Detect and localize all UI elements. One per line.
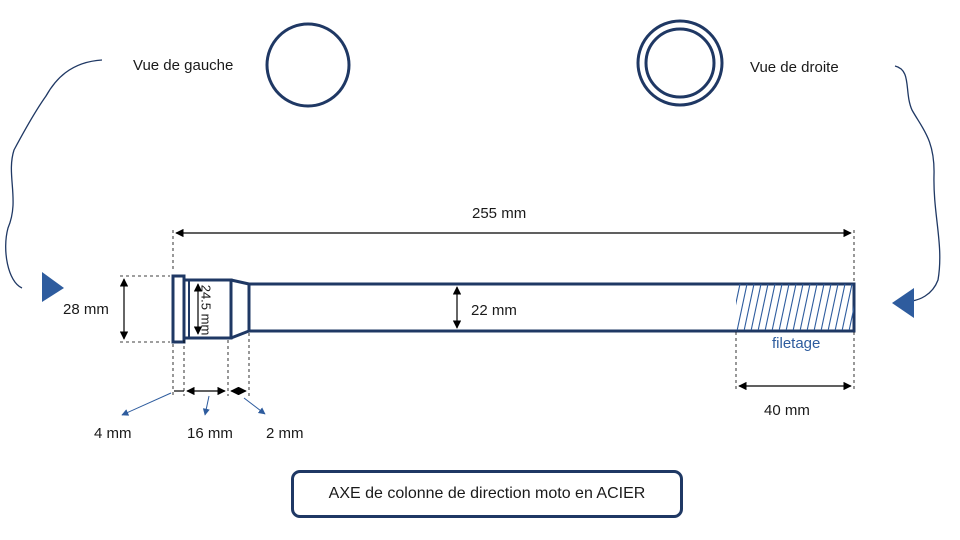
left-view-label: Vue de gauche [133,57,234,74]
thread-hatch-line [813,284,825,330]
right-view-arrowhead [892,288,914,318]
axle-taper [230,278,250,340]
bearing-length-leader [202,395,210,416]
thread-hatch-line [799,284,811,330]
thread-hatch-line [806,284,818,330]
bearing-diameter-label: 24.5 mm [198,284,214,336]
thread-hatch-line [778,284,790,330]
thread-hatch-line [841,284,853,330]
head-length-leader [121,392,172,416]
thread-hatch-line [736,284,741,306]
thread-hatch-line [834,284,846,330]
right-view-label: Vue de droite [750,59,839,76]
shaft-diameter-label: 22 mm [471,302,517,319]
head-length-label: 4 mm [94,425,132,442]
left-view-arrowhead [42,272,64,302]
right-view-arrow [894,65,941,302]
thread-hatch [736,284,873,331]
thread-hatch-line [736,284,748,330]
thread-hatch-line [743,284,755,330]
thread-length-label: 40 mm [764,402,810,419]
bearing-length-label: 16 mm [187,425,233,442]
head-diameter-label: 28 mm [63,301,109,318]
drawing-title: AXE de colonne de direction moto en ACIE… [328,485,646,502]
thread-hatch-line [792,284,804,330]
total-length-label: 255 mm [472,205,527,222]
thread-hatch-line [771,284,783,330]
thread-hatch-line [848,304,854,330]
thread-label: filetage [772,335,821,352]
left-view-circle [265,22,351,108]
axle-bearing-seat [182,278,233,340]
thread-hatch-line [750,284,762,330]
thread-hatch-line [820,284,832,330]
thread-hatch-line [863,284,873,331]
thread-hatch-line [757,284,769,330]
axle-head [171,274,186,344]
taper-length-label: 2 mm [266,425,304,442]
right-view-circles [636,19,724,107]
thread-hatch-line [764,284,776,330]
thread-hatch-line [827,284,839,330]
thread-hatch-line [856,284,866,331]
title-box: AXE de colonne de direction moto en ACIE… [291,470,683,518]
thread-hatch-line [785,284,797,330]
left-view-arrow [5,59,103,289]
taper-length-leader [243,397,266,415]
